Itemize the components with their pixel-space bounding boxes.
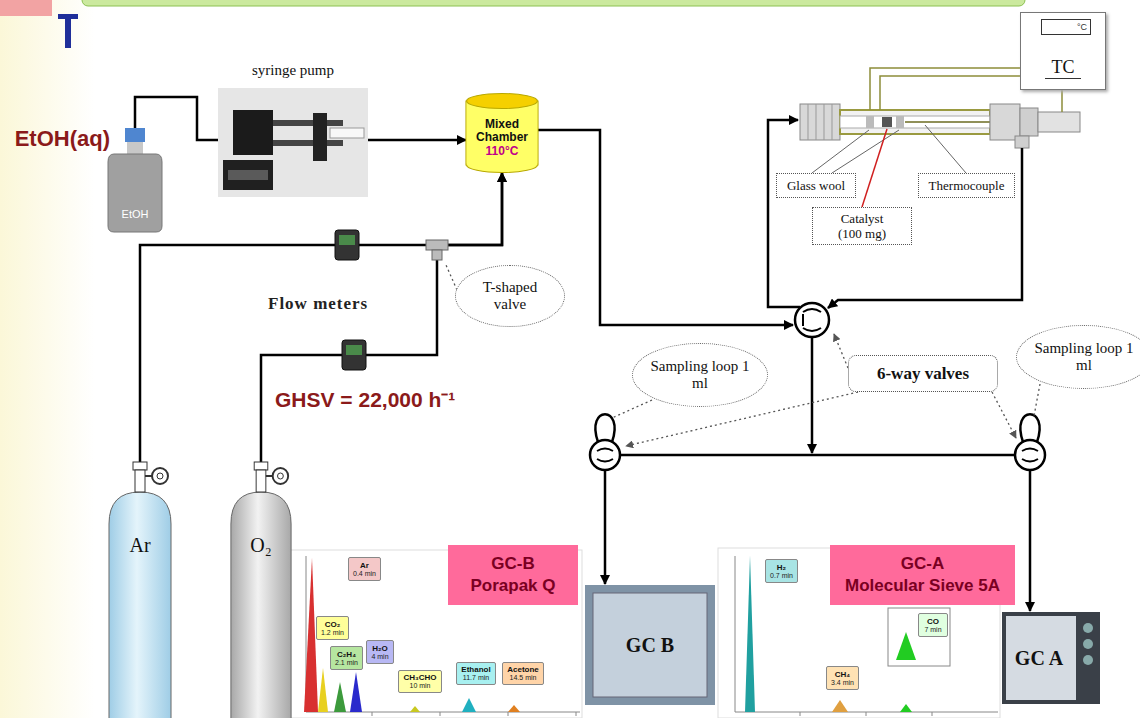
node-text: 6-way valves xyxy=(877,364,969,384)
node-text: 10 min xyxy=(409,682,430,690)
node-text: EtOH(aq) xyxy=(15,126,110,152)
node-text: Acetone xyxy=(507,665,539,674)
peak-label: H₂O4 min xyxy=(366,640,394,664)
node-text: H₂ xyxy=(777,563,786,572)
gas-cylinder xyxy=(106,462,174,718)
gc-instrument: GC B xyxy=(585,585,715,705)
ghsv-label: GHSV = 22,000 h⁻¹ xyxy=(275,385,455,413)
node-text: GC A xyxy=(1015,647,1063,670)
flow-meters-label: Flow meters xyxy=(268,294,368,314)
node-text: CO₂ xyxy=(325,620,341,629)
mixing-chamber: Mixed Chamber110°C xyxy=(466,93,538,173)
node-text: H₂O xyxy=(372,644,388,653)
six-way-valves xyxy=(590,303,1045,470)
node-text: Ethanol xyxy=(461,665,490,674)
node-text: Glass wool xyxy=(787,178,845,193)
callout-box: Catalyst (100 mg) xyxy=(812,207,912,245)
callout-ellipse: T-shaped valve xyxy=(455,265,565,327)
node-text: °C xyxy=(1077,22,1087,32)
node-text: GC-A xyxy=(901,553,944,575)
node-text: Sampling loop 1 ml xyxy=(1034,340,1134,374)
callout-ellipse: Sampling loop 1 ml xyxy=(1016,325,1140,389)
node-text: 2.1 min xyxy=(335,659,358,667)
t-valve-icon xyxy=(426,240,448,260)
node-text: 11.7 min xyxy=(463,674,489,682)
gc-instrument: GC A xyxy=(1002,612,1100,704)
gas-cylinder: O₂ xyxy=(228,462,294,718)
node-text: Molecular Sieve 5A xyxy=(845,575,1000,597)
peak-label: CO7 min xyxy=(918,613,948,637)
node-text: Thermocouple xyxy=(929,178,1005,193)
callout-box: Glass wool xyxy=(776,173,856,198)
node-text: 110°C xyxy=(486,144,519,159)
peak-label: CH₄3.4 min xyxy=(826,666,859,690)
reactor xyxy=(800,104,1080,148)
node-text: 0.7 min xyxy=(770,572,793,580)
pipe-connector xyxy=(140,173,502,462)
node-text: Porapak Q xyxy=(470,575,555,597)
gc-label: GC-AMolecular Sieve 5A xyxy=(830,545,1015,605)
node-text: CO xyxy=(927,617,939,626)
ethanol-bottle: EtOH(aq)EtOH xyxy=(108,128,162,232)
peak-label: Ar0.4 min xyxy=(348,557,381,581)
pipe-connector xyxy=(135,97,218,140)
node-text: Ar xyxy=(129,534,150,557)
node-text: Catalyst (100 mg) xyxy=(831,211,893,241)
node-text: 14.5 min xyxy=(510,674,537,682)
peak-label: CH₃CHO10 min xyxy=(398,670,442,693)
temperature-controller: TC °C xyxy=(1020,12,1106,90)
node-text: T-shaped valve xyxy=(473,279,548,313)
node-text: Sampling loop 1 ml xyxy=(650,358,750,392)
node-text: 4 min xyxy=(371,653,388,661)
node-text: syringe pump xyxy=(252,62,334,79)
peak-label: CO₂1.2 min xyxy=(316,616,349,640)
callout-box: Thermocouple xyxy=(918,173,1015,198)
node-text: 7 min xyxy=(924,626,941,634)
gc-label: GC-BPorapak Q xyxy=(448,545,578,605)
node-text: EtOH xyxy=(122,208,149,220)
process-pipes xyxy=(530,120,1030,611)
node-text: 1.2 min xyxy=(321,629,344,637)
syringe-pump: syringe pump xyxy=(218,62,368,197)
peak-label: Acetone14.5 min xyxy=(502,662,544,685)
peak-label: Ethanol11.7 min xyxy=(456,662,496,685)
callout-leaders xyxy=(446,125,1040,446)
node-text: TC xyxy=(1045,57,1080,79)
gas-cylinder xyxy=(228,462,294,718)
node-text: Mixed Chamber xyxy=(466,118,538,144)
node-text: CH₄ xyxy=(835,670,850,679)
gas-cylinder: Ar xyxy=(106,462,174,718)
node-text: 0.4 min xyxy=(353,570,376,578)
peak-label: H₂0.7 min xyxy=(765,559,798,583)
pipe-connector xyxy=(368,139,466,142)
header-bar xyxy=(0,0,1025,48)
node-text: CH₃CHO xyxy=(403,673,436,682)
peak-label: C₂H₄2.1 min xyxy=(330,646,363,670)
node-text: 3.4 min xyxy=(831,679,854,687)
node-text: C₂H₄ xyxy=(337,650,356,659)
node-text: GC B xyxy=(626,634,674,657)
node-text: O₂ xyxy=(250,534,271,557)
pipe-connector xyxy=(261,173,502,462)
pump-photo xyxy=(218,88,368,197)
controller-display: °C xyxy=(1041,19,1091,35)
callout-ellipse: Sampling loop 1 ml xyxy=(632,343,768,407)
node-text: GC-B xyxy=(491,553,534,575)
callout-box: 6-way valves xyxy=(848,355,998,392)
node-text: Ar xyxy=(360,561,369,570)
